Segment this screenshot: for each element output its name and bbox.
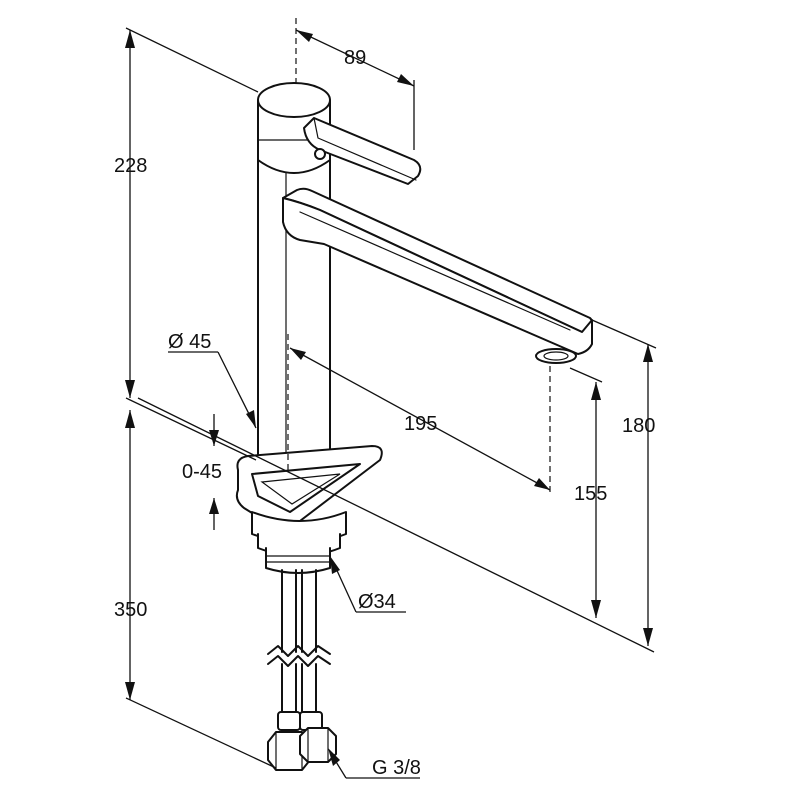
- spout: [282, 187, 593, 364]
- spout-reach-label: 195: [404, 413, 437, 435]
- dimension-lines: [125, 18, 657, 779]
- total-height-label: 228: [114, 155, 147, 177]
- lever-handle: [257, 82, 422, 185]
- outlet-height-label: 155: [574, 483, 607, 505]
- thread-diameter-label: Ø34: [358, 591, 396, 613]
- spout-height-label: 180: [622, 415, 655, 437]
- deck-thickness-label: 0-45: [182, 461, 222, 483]
- connection-thread-label: G 3/8: [372, 757, 421, 779]
- hose-length-label: 350: [114, 599, 147, 621]
- mounting-set: [235, 445, 383, 574]
- base-diameter-label: Ø 45: [168, 331, 211, 353]
- lever-reach-label: 89: [344, 47, 366, 69]
- supply-hoses: [267, 569, 337, 771]
